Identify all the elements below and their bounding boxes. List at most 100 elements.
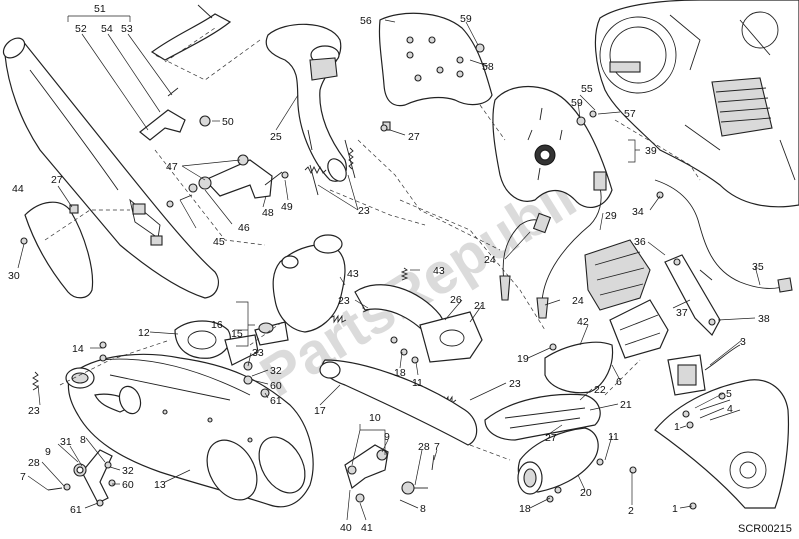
bracket-52-54 [139, 87, 211, 141]
heat-guard-42 [609, 299, 669, 359]
callout-34: 34 [632, 206, 644, 218]
callout-18-a: 18 [394, 367, 406, 379]
callout-28-b: 28 [28, 457, 40, 469]
bracket-10 [344, 444, 435, 503]
flange-26 [419, 311, 483, 363]
callout-17: 17 [314, 405, 326, 417]
callout-48: 48 [262, 207, 274, 219]
callout-10: 10 [369, 412, 381, 424]
callout-32-a: 32 [270, 365, 282, 377]
lower-silencer-13 [65, 353, 314, 508]
rear-frame-mount [654, 379, 790, 510]
callout-23-c: 23 [28, 405, 40, 417]
callout-5: 5 [726, 388, 732, 400]
callout-11-b: 11 [608, 431, 619, 443]
callout-11-a: 11 [412, 377, 423, 389]
callout-59-b: 59 [571, 97, 583, 109]
assembly-lines [44, 27, 701, 461]
callout-labels: 51 5 2 54 53 50 47 44 27 30 45 46 48 49 2… [8, 3, 770, 534]
callout-46: 46 [238, 222, 250, 234]
callout-18-b: 18 [519, 503, 531, 515]
callout-13: 13 [154, 479, 166, 491]
callout-23-a: 23 [358, 205, 370, 217]
callout-28-a: 28 [418, 441, 430, 453]
callout-61-b: 61 [70, 504, 82, 516]
callout-55: 55 [581, 83, 593, 95]
callout-9-a: 9 [384, 431, 390, 443]
callout-22: 22 [594, 384, 606, 396]
callout-50: 50 [222, 116, 234, 128]
callout-53: 53 [121, 23, 133, 35]
callout-8-b: 8 [80, 434, 86, 446]
callout-38: 38 [758, 313, 770, 325]
callout-47: 47 [166, 161, 178, 173]
heat-shield-44 [20, 201, 94, 299]
diagram-code: SCR00215 [738, 523, 792, 535]
heat-cover-39 [492, 85, 613, 208]
callout-19: 19 [517, 353, 529, 365]
callout-40: 40 [340, 522, 352, 534]
callout-15: 15 [231, 328, 243, 340]
callout-37: 37 [676, 307, 688, 319]
bolts-and-nuts [99, 124, 694, 474]
callout-6: 6 [616, 376, 622, 388]
callout-1-b: 1 [672, 503, 678, 515]
callout-21-a: 21 [474, 300, 486, 312]
callout-9-b: 9 [45, 446, 51, 458]
callout-51: 51 [94, 3, 106, 15]
exhaust-valve-actuator [667, 344, 741, 396]
callout-49: 49 [281, 201, 293, 213]
callout-25: 25 [270, 131, 282, 143]
exhaust-collector [254, 234, 346, 346]
hanger-bracket-47 [179, 154, 289, 201]
callout-26: 26 [450, 294, 462, 306]
callout-43-a: 43 [347, 268, 359, 280]
callout-24-b: 24 [572, 295, 584, 307]
bracket-37-38 [664, 254, 721, 336]
callout-1-a: 1 [674, 421, 680, 433]
callout-24-a: 24 [484, 254, 496, 266]
callout-59-a: 59 [460, 13, 472, 25]
lambda-sensor-24-b [536, 171, 607, 319]
callout-21-b: 21 [620, 399, 632, 411]
callout-44: 44 [12, 183, 24, 195]
callout-32-b: 32 [122, 465, 134, 477]
callout-7-a: 7 [434, 441, 440, 453]
callout-33: 33 [252, 347, 264, 359]
callout-61-a: 61 [270, 395, 282, 407]
mid-pipe-25 [265, 23, 356, 196]
callout-42: 42 [577, 316, 589, 328]
callout-54: 54 [101, 23, 113, 35]
callout-31: 31 [60, 436, 72, 448]
callout-3: 3 [740, 336, 746, 348]
callout-12: 12 [138, 327, 150, 339]
callout-45: 45 [213, 236, 225, 248]
bracket-8-31 [47, 449, 116, 507]
callout-27-a: 27 [51, 174, 63, 186]
heat-shield-22 [484, 393, 601, 441]
callout-23-b: 23 [338, 295, 350, 307]
callout-30: 30 [8, 270, 20, 282]
callout-7-b: 7 [20, 471, 26, 483]
frame-bracket-top [150, 4, 232, 61]
callout-27-c: 27 [545, 432, 557, 444]
callout-8-a: 8 [420, 503, 426, 515]
callout-57: 57 [624, 108, 636, 120]
engine-block [594, 0, 799, 208]
callout-56: 56 [360, 15, 372, 27]
heat-cover-56 [378, 12, 493, 131]
callout-58: 58 [482, 61, 494, 73]
leader-lines [17, 15, 761, 521]
header-pipe-17 [319, 359, 478, 446]
silencer-muffler [2, 37, 219, 299]
heat-shield-19 [544, 341, 614, 394]
callout-36: 36 [634, 236, 646, 248]
callout-23-d: 23 [509, 378, 521, 390]
callout-2: 2 [628, 505, 634, 517]
callout-14: 14 [72, 343, 84, 355]
callout-27-b: 27 [408, 131, 420, 143]
callout-20: 20 [580, 487, 592, 499]
cable-35 [654, 179, 793, 293]
